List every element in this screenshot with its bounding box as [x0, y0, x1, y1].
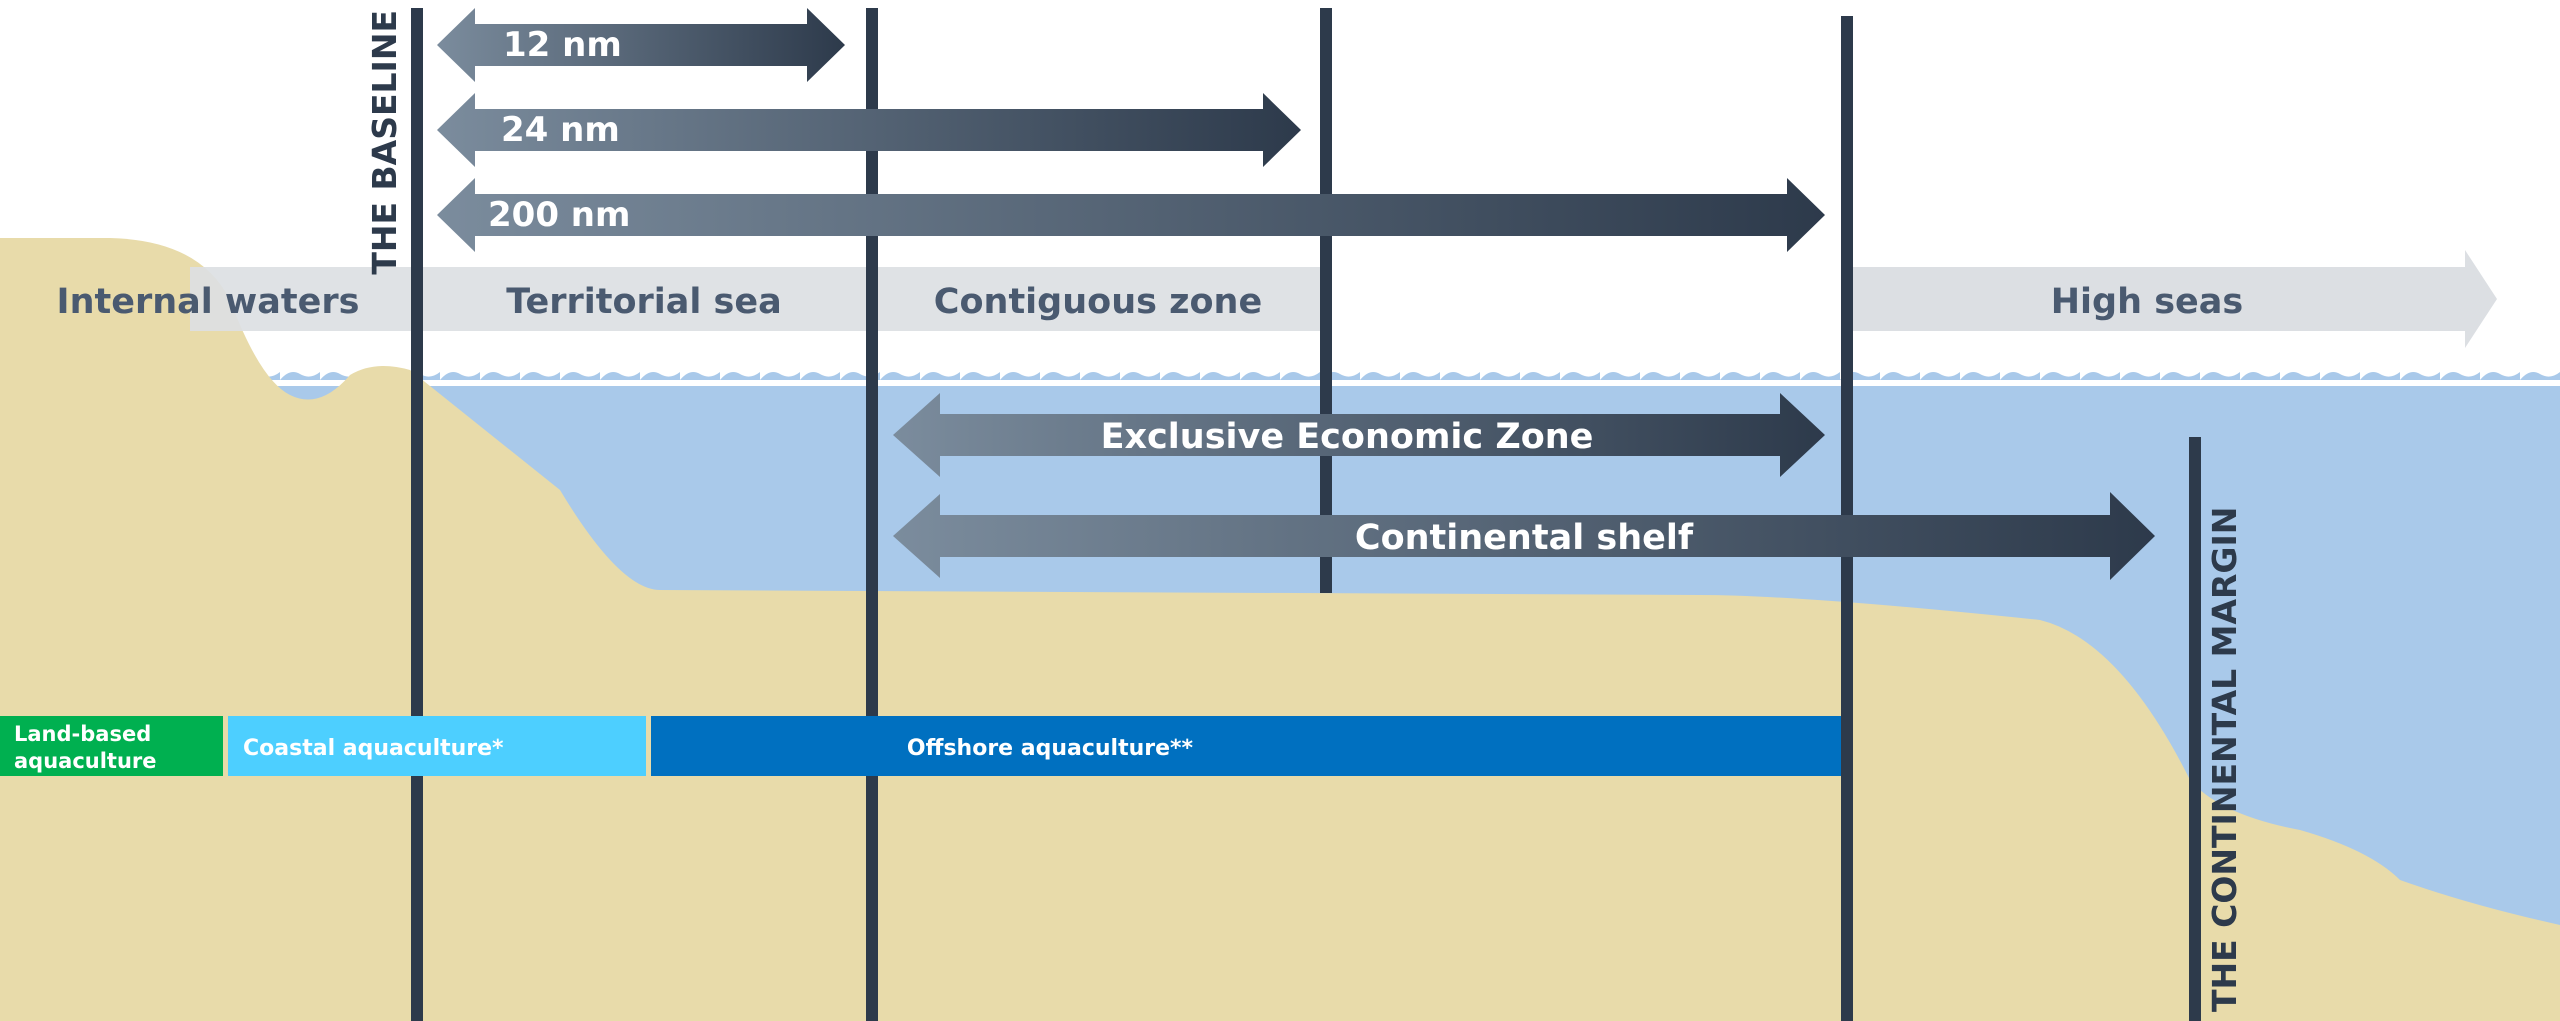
12nm-line	[866, 8, 878, 1021]
24nm-arrow	[437, 93, 1301, 167]
sea-surface-waves	[260, 366, 2560, 386]
land-and-seabed	[0, 238, 2560, 1021]
200nm-arrow	[437, 178, 1825, 252]
eez-arrow	[893, 393, 1825, 477]
contiguous-zone-label: Contiguous zone	[934, 282, 1262, 322]
200nm-label: 200 nm	[488, 195, 630, 235]
baseline-line	[411, 8, 423, 1021]
continental-shelf-arrow	[893, 492, 2155, 580]
continental-margin-line	[2189, 437, 2201, 1021]
continental-margin-label: THE CONTINENTAL MARGIN	[2205, 507, 2244, 1012]
eez-label: Exclusive Economic Zone	[1101, 417, 1594, 457]
offshore-aquaculture-label: Offshore aquaculture**	[907, 736, 1194, 761]
territorial-sea-label: Territorial sea	[506, 282, 782, 322]
12nm-label: 12 nm	[503, 25, 622, 65]
24nm-line	[1320, 8, 1332, 593]
land-based-aquaculture-bar	[0, 716, 223, 776]
12nm-arrow	[437, 8, 845, 82]
land-based-aquaculture-label-line2: aquaculture	[14, 749, 157, 773]
offshore-aquaculture-bar	[651, 716, 1841, 776]
coastal-aquaculture-bar	[228, 716, 646, 776]
coastal-aquaculture-label: Coastal aquaculture*	[243, 736, 504, 761]
zone-band	[190, 267, 1322, 331]
internal-waters-label: Internal waters	[57, 282, 360, 322]
high-seas-band-arrow	[1852, 250, 2497, 348]
baseline-label: THE BASELINE	[365, 10, 404, 275]
continental-shelf-label: Continental shelf	[1355, 518, 1694, 558]
land-based-aquaculture-label-line1: Land-based	[14, 722, 151, 746]
24nm-label: 24 nm	[501, 110, 620, 150]
high-seas-label: High seas	[2051, 282, 2243, 322]
